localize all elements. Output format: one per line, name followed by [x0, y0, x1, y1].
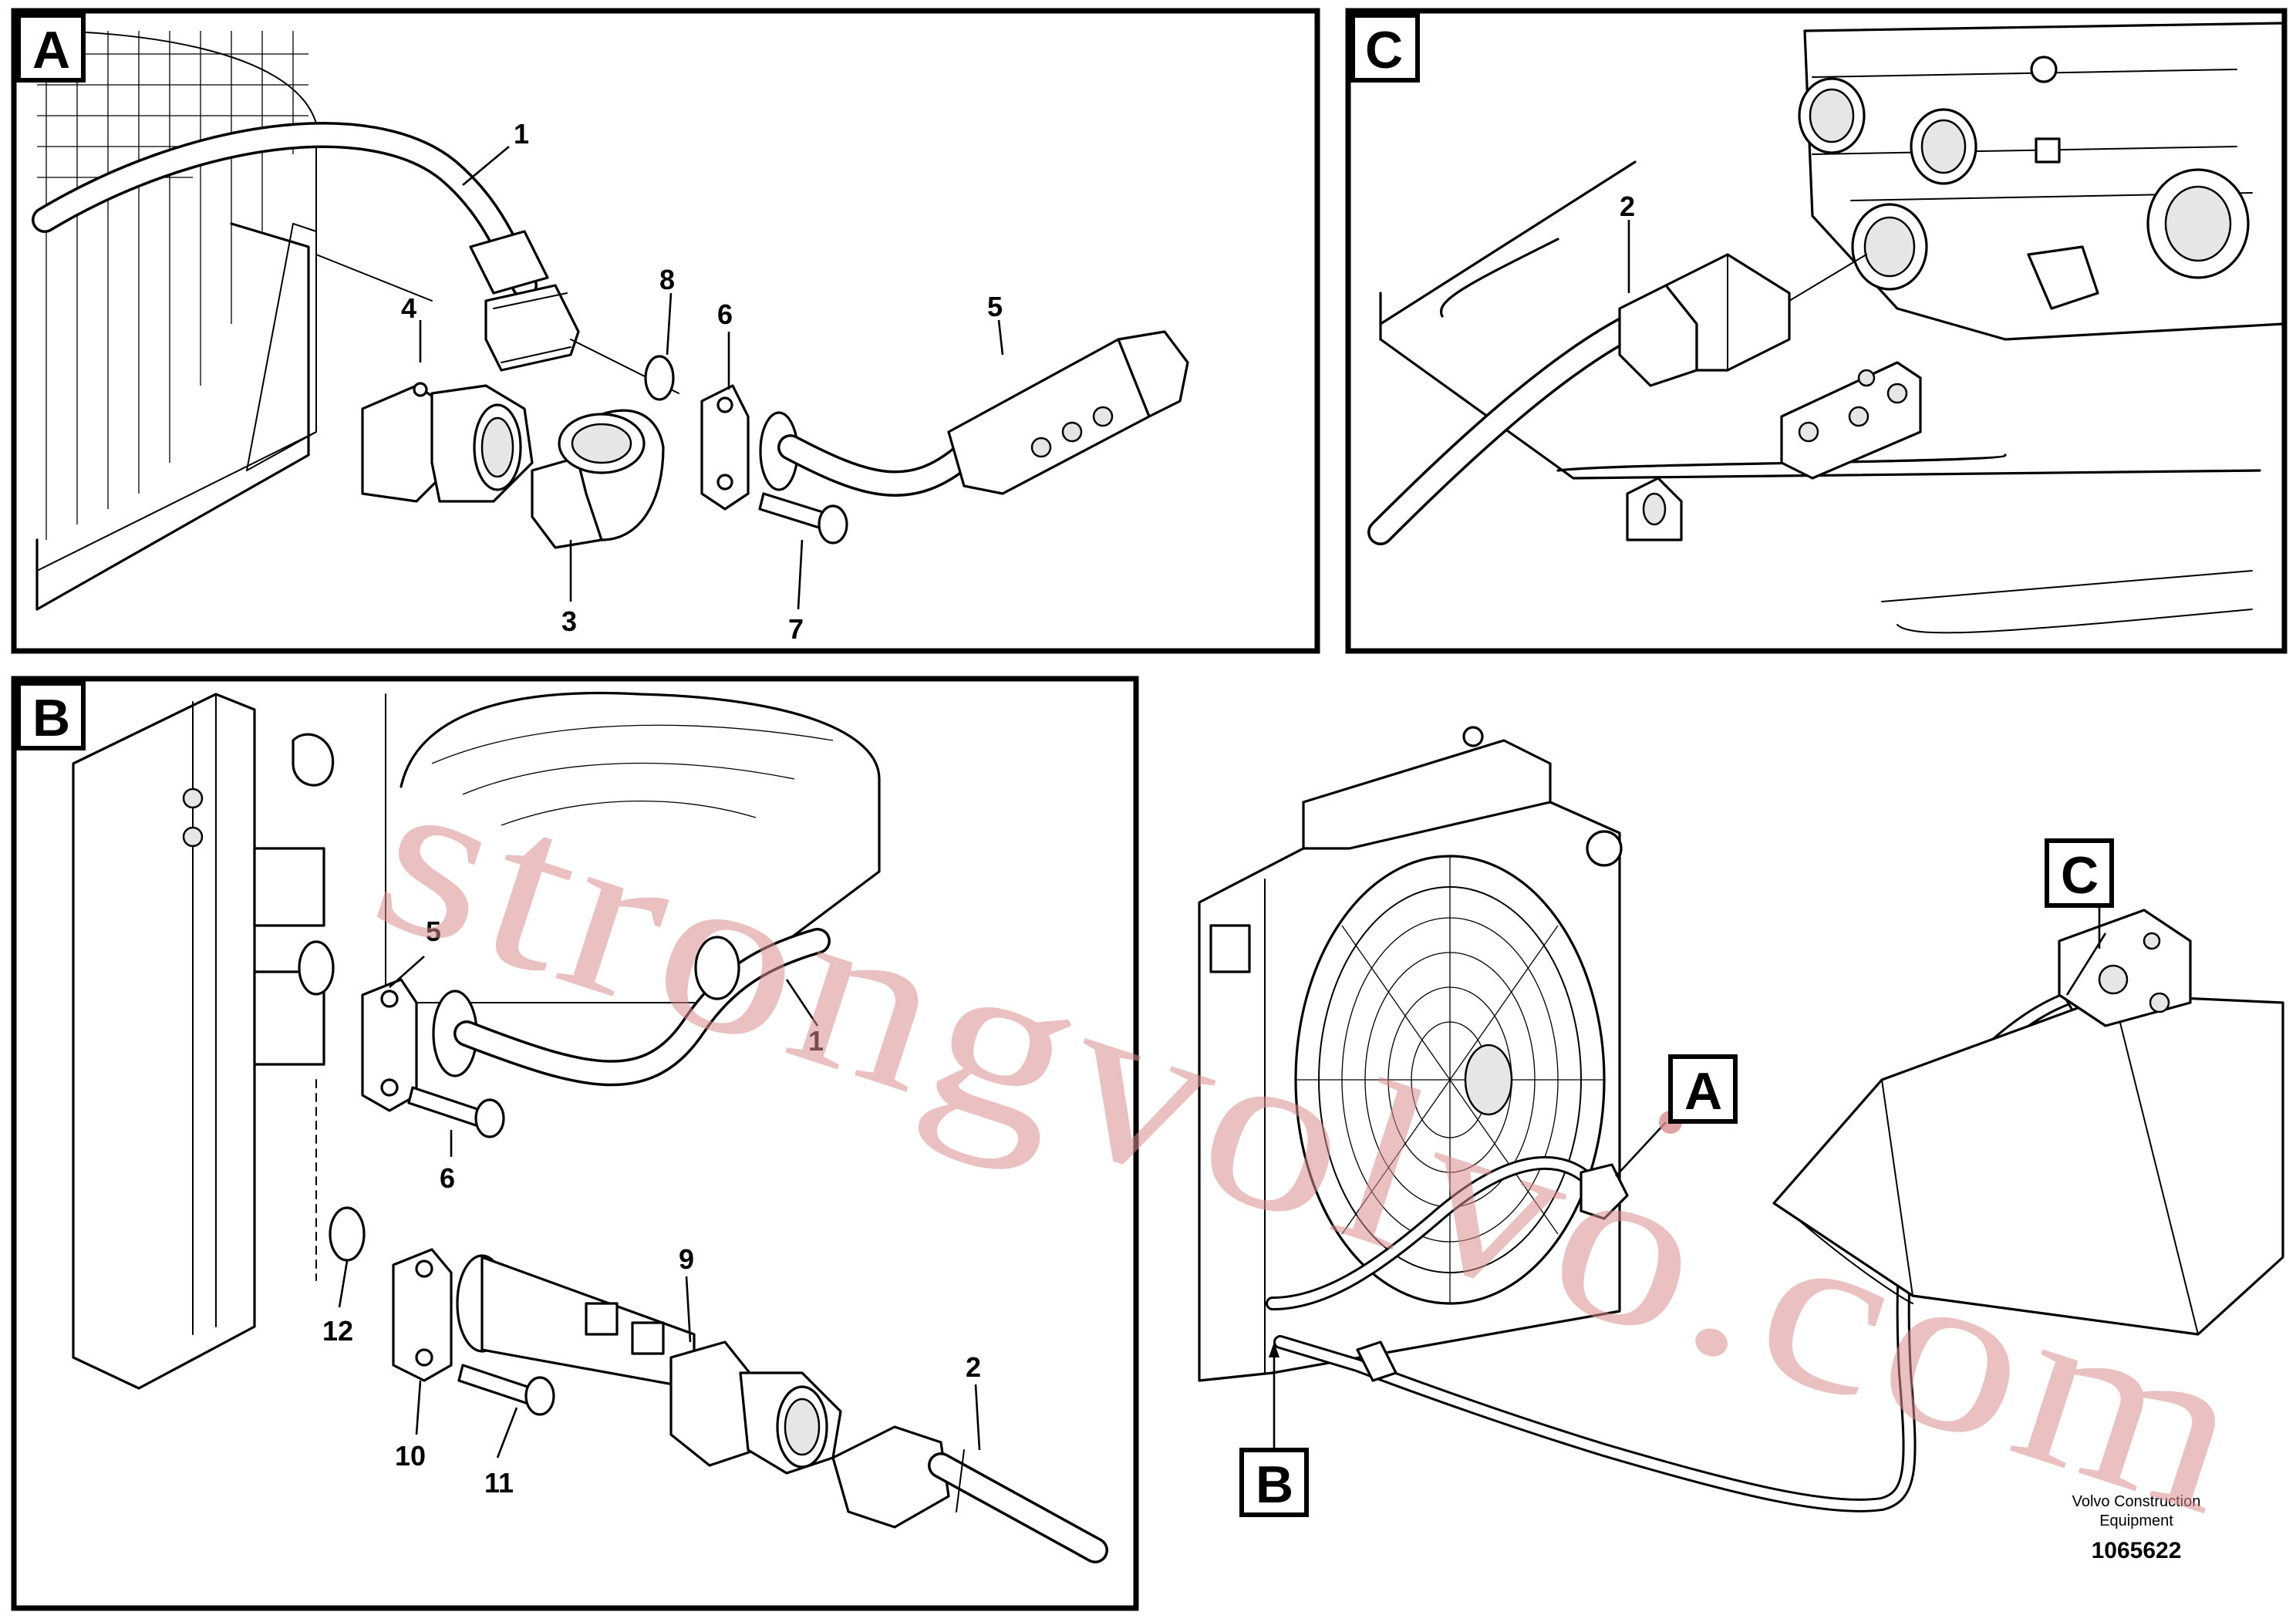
- panel-a-label: A: [32, 21, 70, 79]
- elbow-fitting-3: [531, 409, 665, 549]
- bolt-7: [758, 492, 848, 545]
- overview-tag-b-box: [1239, 1448, 1309, 1517]
- bolt-b-6: [407, 1086, 505, 1138]
- callout-a-7: 7: [788, 613, 804, 645]
- callout-a-4: 4: [401, 292, 416, 324]
- pipe-9: [456, 1254, 842, 1475]
- panel-c-label: C: [1365, 21, 1403, 79]
- callout-a-1: 1: [514, 118, 529, 150]
- panel-b-label-box: [16, 681, 86, 750]
- callout-b-2: 2: [966, 1351, 981, 1383]
- panel-c: 2 C: [1345, 8, 2288, 654]
- overview-assembly: C A B: [1198, 726, 2284, 1517]
- union-fitting-4: [361, 382, 534, 503]
- valve-block: [1798, 22, 2284, 341]
- tank-outline: [1379, 160, 2261, 634]
- callout-b-1: 1: [808, 1025, 824, 1057]
- callout-b-10: 10: [395, 1440, 426, 1472]
- callout-a-8: 8: [659, 264, 675, 295]
- panel-b: 5 1 6 12 9 10 11 2 B: [11, 676, 1139, 1611]
- pipe-1: [432, 928, 831, 1087]
- callout-c-2: 2: [1620, 191, 1635, 222]
- callout-a-6: 6: [717, 298, 733, 330]
- callout-a-5: 5: [987, 291, 1003, 322]
- callout-b-6: 6: [440, 1162, 455, 1194]
- brand-line-1: Volvo Construction: [2072, 1493, 2201, 1510]
- overview-tank: [1772, 909, 2284, 1336]
- overview-tag-c-box: [2045, 838, 2114, 908]
- panel-c-label-box: [1350, 13, 1420, 83]
- bolt-11: [457, 1364, 555, 1416]
- callout-a-3: 3: [561, 605, 577, 637]
- fitting-plate: [1780, 361, 1922, 480]
- brand-line-2: Equipment: [2099, 1512, 2173, 1529]
- callout-b-11: 11: [484, 1467, 514, 1499]
- document-number: 1065622: [2092, 1538, 2182, 1563]
- hose-2: [1367, 253, 1867, 545]
- panel-b-label: B: [32, 689, 70, 747]
- pipe-5: [759, 330, 1189, 497]
- cooler-side-frame: [72, 693, 335, 1390]
- flange-half-10: [392, 1248, 453, 1382]
- callout-b-5: 5: [426, 916, 441, 947]
- flange-half-top: [361, 978, 418, 1112]
- overview-tag-c: C: [2061, 846, 2099, 905]
- overview-fan: [1294, 855, 1606, 1305]
- callout-b-12: 12: [322, 1315, 353, 1347]
- panel-a-frame: [11, 8, 1320, 654]
- overview-tag-a: A: [1684, 1062, 1722, 1121]
- overview-tag-b: B: [1256, 1455, 1293, 1514]
- panel-a-label-box: [16, 13, 86, 83]
- callout-b-9: 9: [679, 1243, 694, 1275]
- flange-half-6: [700, 384, 750, 511]
- hose-1: [32, 122, 580, 372]
- panel-a: 1 4 3 8 6 5 7 A: [11, 8, 1320, 654]
- hose-b-2: [831, 1425, 1108, 1563]
- overview-tag-a-box: [1668, 1054, 1738, 1124]
